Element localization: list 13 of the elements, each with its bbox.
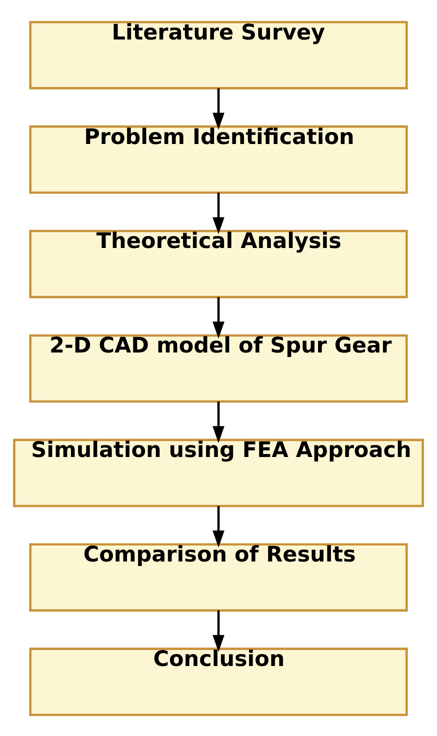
arrow — [212, 192, 224, 234]
node-box: Conclusion — [29, 647, 408, 716]
arrow — [212, 296, 224, 338]
arrow — [212, 88, 224, 130]
arrow — [212, 506, 224, 547]
node-box: Problem Identification — [29, 124, 408, 194]
node-box: Theoretical Analysis — [29, 229, 408, 298]
arrow — [212, 610, 224, 652]
node-box: Literature Survey — [29, 20, 408, 89]
node-box: Simulation using FEA Approach — [13, 438, 424, 507]
node-box: Comparison of Results — [29, 542, 408, 612]
arrow — [212, 401, 224, 443]
node-box: 2-D CAD model of Spur Gear — [29, 334, 408, 402]
